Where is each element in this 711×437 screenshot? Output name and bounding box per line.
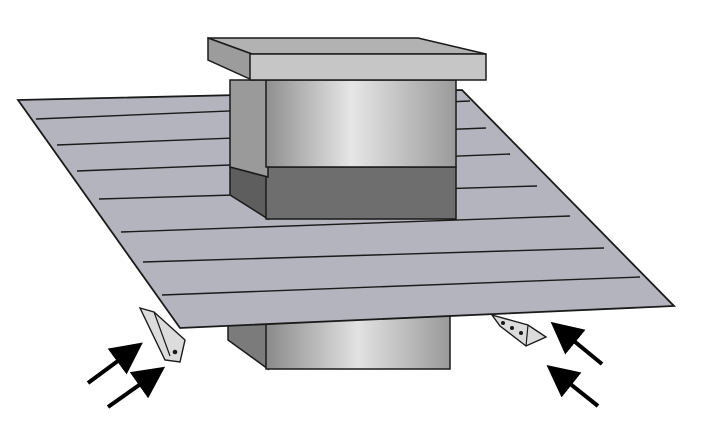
chimney-upper bbox=[229, 79, 457, 178]
arrows-right bbox=[546, 321, 604, 408]
arrows-left bbox=[86, 342, 166, 409]
nail-hole-icon bbox=[172, 349, 178, 355]
arrow-up-right-icon bbox=[106, 366, 166, 409]
arrow-up-right-icon bbox=[86, 342, 143, 385]
chimney-band bbox=[229, 166, 457, 221]
nail-hole-icon bbox=[519, 331, 523, 335]
arrow-up-left-icon bbox=[550, 321, 604, 366]
nail-hole-icon bbox=[501, 321, 505, 325]
flashing-left bbox=[138, 306, 186, 363]
flashing-right bbox=[490, 313, 548, 347]
arrow-up-left-icon bbox=[546, 365, 600, 408]
chimney-cap bbox=[207, 36, 487, 82]
nail-hole-icon bbox=[510, 326, 514, 330]
